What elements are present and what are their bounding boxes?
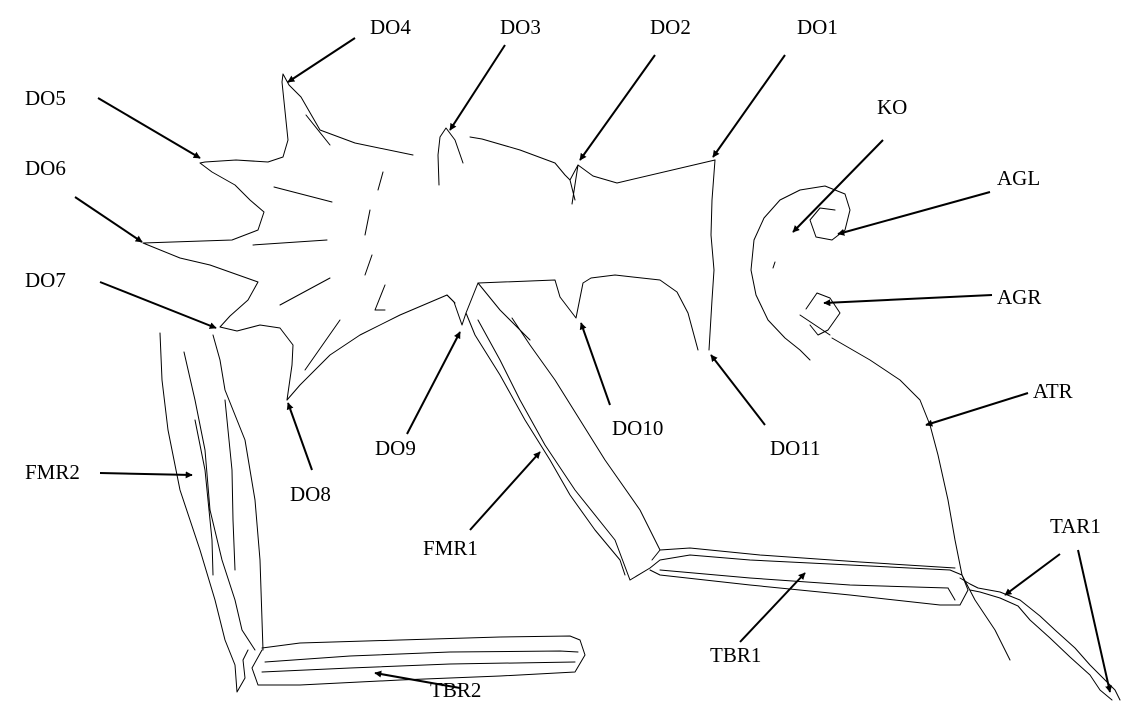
arrow-tbr1 xyxy=(740,573,805,642)
arrow-tar1-b xyxy=(1078,550,1110,692)
label-do7: DO7 xyxy=(25,270,66,291)
label-do4: DO4 xyxy=(370,17,411,38)
label-tar1: TAR1 xyxy=(1050,516,1101,537)
label-atr: ATR xyxy=(1033,381,1073,402)
label-do5: DO5 xyxy=(25,88,66,109)
fmr2-outline xyxy=(160,333,263,692)
arrow-do9 xyxy=(407,332,460,434)
body-outline xyxy=(143,74,715,400)
label-do2: DO2 xyxy=(650,17,691,38)
label-fmr2: FMR2 xyxy=(25,462,80,483)
arrow-atr xyxy=(926,393,1028,425)
label-do3: DO3 xyxy=(500,17,541,38)
arrow-do8 xyxy=(288,403,312,470)
arrow-do4 xyxy=(288,38,355,82)
label-do9: DO9 xyxy=(375,438,416,459)
arrow-do5 xyxy=(98,98,200,158)
arrow-do6 xyxy=(75,197,142,242)
tbr1-outline xyxy=(630,548,968,605)
label-do8: DO8 xyxy=(290,484,331,505)
arrow-ko xyxy=(793,140,883,232)
head-outline xyxy=(751,186,850,360)
arrow-fmr2 xyxy=(100,473,192,475)
label-do1: DO1 xyxy=(797,17,838,38)
tbr2-outline xyxy=(252,636,585,685)
arrow-agl xyxy=(838,192,990,234)
arrow-do10 xyxy=(581,323,610,405)
label-tbr1: TBR1 xyxy=(710,645,761,666)
annotation-arrows xyxy=(75,38,1110,692)
label-do6: DO6 xyxy=(25,158,66,179)
arrow-tar1-a xyxy=(1005,554,1060,595)
arrow-do3 xyxy=(450,45,505,130)
arrow-agr xyxy=(824,295,992,303)
arrow-do11 xyxy=(711,355,765,425)
label-do10: DO10 xyxy=(612,418,663,439)
arrow-do1 xyxy=(713,55,785,157)
label-tbr2: TBR2 xyxy=(430,680,481,701)
label-agr: AGR xyxy=(997,287,1041,308)
arrow-do7 xyxy=(100,282,216,328)
label-do11: DO11 xyxy=(770,438,821,459)
label-fmr1: FMR1 xyxy=(423,538,478,559)
arrow-do2 xyxy=(580,55,655,160)
label-ko: KO xyxy=(877,97,907,118)
arrow-fmr1 xyxy=(470,452,540,530)
label-agl: AGL xyxy=(997,168,1040,189)
